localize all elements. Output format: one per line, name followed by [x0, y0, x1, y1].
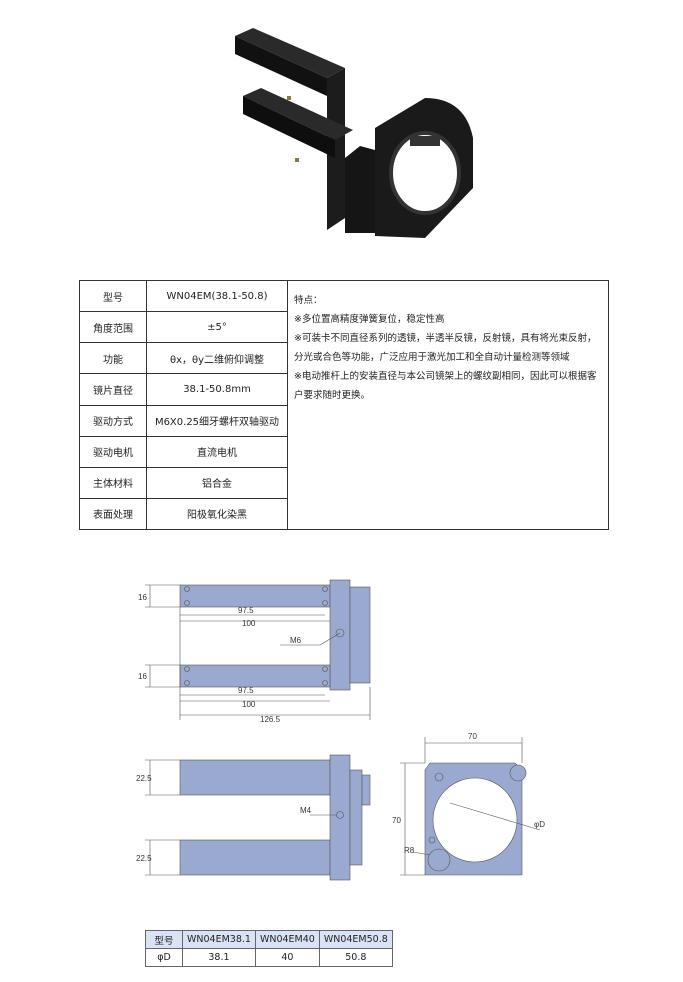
- spec-label: 主体材料: [79, 466, 147, 499]
- table-cell: 38.1: [182, 948, 256, 967]
- spec-value: 直流电机: [146, 435, 288, 468]
- feature-item: ※可装卡不同直径系列的透镜，半透半反镜，反射镜，具有将光束反射，分光或合色等功能…: [294, 333, 597, 363]
- table-header-cell: WN04EM50.8: [318, 930, 393, 949]
- spec-value: WN04EM(38.1-50.8): [146, 279, 288, 313]
- features-cell: 特点： ※多位置高精度弹簧复位，稳定性高 ※可装卡不同直径系列的透镜，半透半反镜…: [287, 280, 609, 530]
- table-header-cell: WN04EM40: [254, 930, 320, 949]
- dim-label: 97.5: [238, 606, 254, 615]
- table-cell: 40: [254, 948, 320, 967]
- spec-table: 型号 WN04EM(38.1-50.8) 特点： ※多位置高精度弹簧复位，稳定性…: [79, 279, 609, 531]
- dim-label: 126.5: [260, 715, 281, 724]
- dim-label: 70: [468, 732, 477, 741]
- dim-label: 16: [138, 593, 147, 602]
- spec-label: 表面处理: [79, 497, 147, 531]
- dim-label: 22.5: [136, 774, 152, 783]
- spec-value: 阳极氧化染黑: [146, 497, 288, 531]
- spec-label: 功能: [79, 342, 147, 375]
- table-row: 主体材料铝合金: [79, 466, 609, 499]
- dim-label: M4: [300, 806, 312, 815]
- dim-label: 100: [242, 700, 256, 709]
- model-table: 型号 WN04EM38.1 WN04EM40 WN04EM50.8 φD 38.…: [145, 930, 393, 967]
- spec-label: 镜片直径: [79, 373, 147, 406]
- dim-label: φD: [534, 820, 545, 829]
- table-header-cell: 型号: [145, 930, 183, 949]
- dim-label: R8: [404, 846, 415, 855]
- table-row: 型号 WN04EM(38.1-50.8) 特点： ※多位置高精度弹簧复位，稳定性…: [79, 279, 609, 530]
- feature-item: ※多位置高精度弹簧复位，稳定性高: [294, 314, 445, 325]
- dim-label: 16: [138, 672, 147, 681]
- dim-label: 70: [392, 816, 401, 825]
- features-title: 特点：: [294, 295, 323, 306]
- table-header-row: 型号 WN04EM38.1 WN04EM40 WN04EM50.8: [145, 930, 393, 949]
- dim-label: M6: [290, 636, 302, 645]
- spec-value: ±5°: [146, 311, 288, 344]
- dim-label: 97.5: [238, 686, 254, 695]
- table-row: 角度范围±5°: [79, 311, 609, 344]
- technical-drawing: 16 97.5 100 M6 16 97.5 100 126.5 22.5 M4…: [136, 579, 545, 881]
- spec-label: 驱动方式: [79, 404, 147, 437]
- spec-label: 角度范围: [79, 311, 147, 344]
- dimension-labels: 16 97.5 100 M6 16 97.5 100 126.5 22.5 M4…: [136, 593, 545, 863]
- table-row: 表面处理阳极氧化染黑: [79, 497, 609, 531]
- spec-value: M6X0.25细牙螺杆双轴驱动: [146, 404, 288, 437]
- table-header-cell: WN04EM38.1: [182, 930, 256, 949]
- spec-label: 型号: [79, 279, 147, 313]
- dim-label: 100: [242, 619, 256, 628]
- spec-label: 驱动电机: [79, 435, 147, 468]
- table-row: φD 38.1 40 50.8: [145, 948, 393, 967]
- table-cell: 50.8: [318, 948, 393, 967]
- dim-label: 22.5: [136, 854, 152, 863]
- spec-value: 38.1-50.8mm: [146, 373, 288, 406]
- spec-value: θx，θy二维俯仰调整: [146, 342, 288, 375]
- table-cell: φD: [145, 948, 183, 967]
- feature-item: ※电动推杆上的安装直径与本公司镜架上的螺纹副相同，因此可以根据客户要求随时更换。: [294, 371, 597, 401]
- spec-value: 铝合金: [146, 466, 288, 499]
- product-photo: [235, 28, 473, 238]
